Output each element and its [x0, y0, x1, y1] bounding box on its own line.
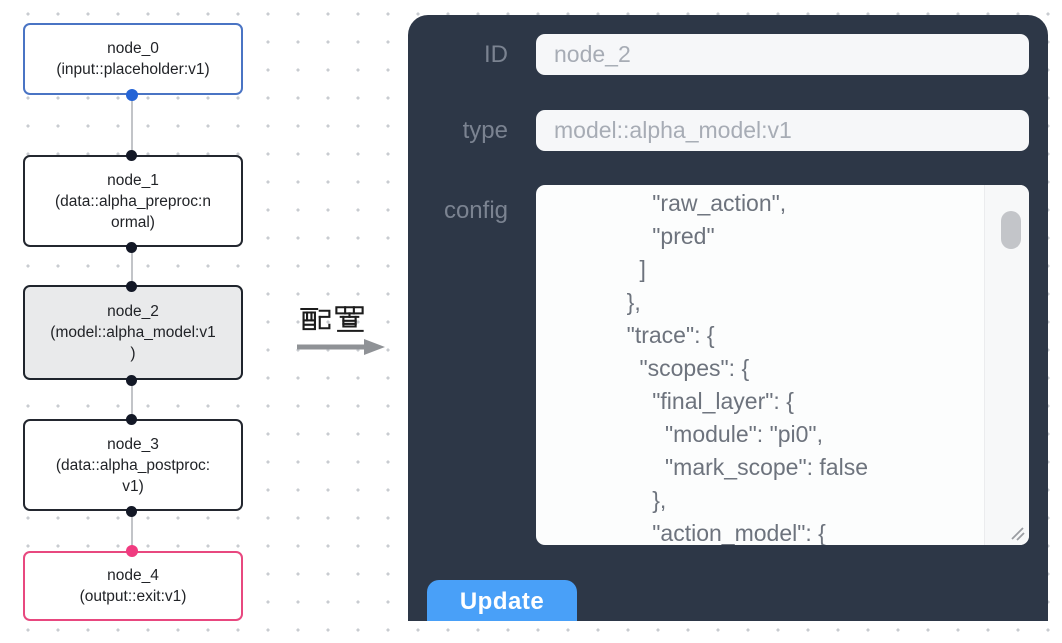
handle-node1-source[interactable] — [126, 241, 137, 253]
handle-node2-source[interactable] — [126, 374, 137, 386]
right-arrow-icon — [297, 339, 385, 355]
resize-handle-icon[interactable] — [1008, 524, 1026, 542]
config-field-label: config — [443, 197, 508, 224]
flow-node-node_2-selected[interactable]: node_2 (model::alpha_model:v1 ) — [23, 285, 243, 380]
flow-node-node_0[interactable]: node_0 (input::placeholder:v1) — [23, 23, 243, 95]
config-textarea[interactable]: "raw_action", "pred" ] }, "trace": { "sc… — [536, 185, 1029, 545]
handle-node4-target[interactable] — [125, 545, 138, 557]
handle-node1-target[interactable] — [126, 149, 137, 161]
update-button[interactable]: Update — [427, 580, 577, 621]
node-title: node_0 — [107, 40, 159, 57]
node-subtitle: (data::alpha_postproc: — [55, 456, 211, 474]
scrollbar-thumb[interactable] — [1001, 211, 1021, 249]
node-config-panel: ID type config "raw_action", "pred" ] },… — [408, 15, 1048, 621]
flow-node-node_3[interactable]: node_3 (data::alpha_postproc: v1) — [23, 419, 243, 511]
node-subtitle: (output::exit:v1) — [79, 588, 187, 605]
flow-node-node_4[interactable]: node_4 (output::exit:v1) — [23, 551, 243, 621]
edge-node0-node1 — [130, 95, 133, 155]
node-title: node_3 — [107, 435, 159, 453]
configure-annotation: 配置 — [296, 300, 392, 360]
handle-node2-target[interactable] — [126, 280, 137, 292]
config-json-text: "raw_action", "pred" ] }, "trace": { "sc… — [626, 190, 868, 545]
node-subtitle: (input::placeholder:v1) — [56, 61, 210, 78]
node-subtitle: (model::alpha_model:v1 — [50, 324, 216, 341]
peizhi-configure-glyphs — [300, 306, 364, 332]
handle-node3-target[interactable] — [126, 413, 137, 425]
node-title: node_2 — [107, 303, 159, 320]
node-subtitle: v1) — [122, 477, 144, 495]
flow-node-node_1[interactable]: node_1 (data::alpha_preproc:n ormal) — [23, 155, 243, 247]
edge-node1-node2 — [130, 247, 133, 286]
handle-node3-source[interactable] — [126, 505, 137, 517]
type-field-label: type — [462, 117, 508, 144]
node-subtitle: ) — [130, 345, 136, 362]
node-title: node_4 — [107, 567, 159, 584]
node-subtitle: (data::alpha_preproc:n — [55, 192, 211, 210]
id-field-label: ID — [484, 41, 508, 68]
handle-node0-source[interactable] — [125, 89, 138, 101]
id-input[interactable] — [536, 34, 1029, 75]
node-subtitle: ormal) — [111, 213, 155, 231]
edge-node3-node4 — [130, 511, 133, 551]
type-input[interactable] — [536, 110, 1029, 151]
scrollbar-track[interactable] — [984, 185, 1029, 545]
edge-node2-node3 — [130, 380, 133, 419]
node-title: node_1 — [107, 171, 159, 189]
